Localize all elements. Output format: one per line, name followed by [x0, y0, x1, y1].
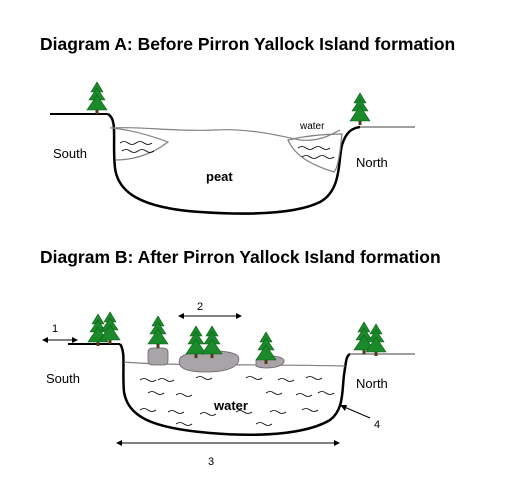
north-water-pocket — [287, 133, 343, 173]
tree-icon — [365, 323, 387, 357]
tree-icon — [201, 325, 223, 359]
diagram-a-title: Diagram A: Before Pirron Yallock Island … — [40, 34, 456, 54]
basin-outline — [107, 112, 361, 215]
diagram-a-water-label: water — [299, 121, 325, 132]
diagram-b-south-label: South — [46, 371, 80, 386]
marker-2: 2 — [197, 301, 203, 313]
tree-icon — [255, 331, 277, 365]
diagram-b-title: Diagram B: After Pirron Yallock Island f… — [40, 247, 441, 267]
arrow-3 — [116, 440, 340, 446]
diagram-a-peat-label: peat — [206, 169, 233, 184]
arrow-1 — [42, 337, 78, 343]
arrow-4 — [340, 405, 371, 419]
diagram-b: South North water 1 2 3 4 — [42, 301, 415, 468]
basin-outline — [118, 343, 351, 437]
marker-3: 3 — [208, 456, 214, 468]
diagram-a: South North water peat — [50, 81, 415, 215]
tree-icon — [349, 92, 371, 126]
diagram-a-north-label: North — [356, 155, 388, 170]
peat-surface — [109, 127, 341, 141]
tree-icon — [86, 81, 108, 115]
diagram-b-water-label: water — [213, 398, 248, 413]
marker-1: 1 — [52, 323, 58, 335]
diagram-b-north-label: North — [356, 376, 388, 391]
tree-icon — [99, 311, 121, 345]
arrow-2 — [178, 313, 242, 319]
diagram-a-south-label: South — [53, 146, 87, 161]
south-water-pocket — [111, 127, 170, 161]
marker-4: 4 — [374, 419, 380, 431]
floating-island — [147, 347, 169, 366]
tree-icon — [147, 315, 169, 349]
